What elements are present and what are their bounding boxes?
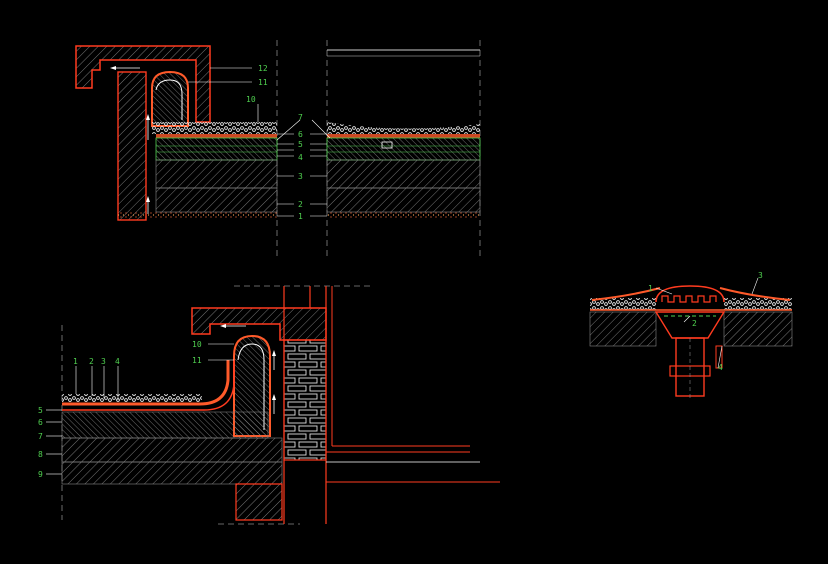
flashing-curl bbox=[155, 79, 183, 120]
slab-layer bbox=[61, 461, 283, 485]
callout-side-9: 9 bbox=[38, 470, 43, 479]
arrow-head-icon bbox=[110, 66, 116, 70]
callout-11: 11 bbox=[258, 78, 268, 87]
drain-grate bbox=[661, 295, 717, 303]
callout-top-1: 1 bbox=[73, 357, 78, 366]
slab-layer bbox=[155, 187, 278, 213]
membrane-right bbox=[719, 287, 791, 301]
gravel-left bbox=[590, 298, 656, 310]
membrane-sweep bbox=[62, 360, 230, 406]
beam bbox=[235, 483, 283, 521]
leader-lines bbox=[655, 277, 759, 369]
parapet-wall bbox=[117, 71, 147, 221]
detail-top: 12 11 10 7 6 5 4 3 2 1 bbox=[75, 40, 481, 258]
screed-layer bbox=[155, 159, 278, 189]
arrow-head-icon bbox=[220, 324, 226, 328]
callout-side-6: 6 bbox=[38, 418, 43, 427]
callout-11: 11 bbox=[192, 356, 202, 365]
callout-1: 1 bbox=[298, 212, 303, 221]
gravel-layer-right bbox=[327, 122, 480, 134]
roof-slab-left bbox=[589, 311, 657, 347]
callout-2: 2 bbox=[692, 319, 697, 328]
screed-layer bbox=[61, 437, 283, 463]
insulation-layer-right bbox=[326, 137, 481, 161]
membrane-sweep-inner bbox=[62, 360, 235, 411]
flashing-curl bbox=[237, 343, 265, 430]
arrow-head-icon bbox=[146, 196, 150, 202]
callout-side-8: 8 bbox=[38, 450, 43, 459]
callout-10: 10 bbox=[246, 95, 256, 104]
callout-12: 12 bbox=[258, 64, 268, 73]
gravel-right bbox=[724, 298, 792, 310]
arrow-head-icon bbox=[272, 394, 276, 400]
coping-cap bbox=[75, 45, 211, 123]
membrane-left bbox=[591, 287, 661, 301]
callout-4: 4 bbox=[718, 363, 723, 372]
detail-bottom-left: 1 2 3 4 10 11 5 6 7 8 9 bbox=[38, 285, 500, 525]
detail-right-drain: 1 2 3 4 bbox=[589, 271, 793, 400]
callout-1: 1 bbox=[648, 284, 653, 293]
callout-side-7: 7 bbox=[38, 432, 43, 441]
leader-lines bbox=[188, 67, 331, 217]
plaster-layer-right bbox=[327, 212, 480, 218]
drain-mark bbox=[381, 141, 393, 149]
callout-10: 10 bbox=[192, 340, 202, 349]
drain-dome bbox=[655, 285, 725, 303]
callout-side-5: 5 bbox=[38, 406, 43, 415]
flashing-upstand bbox=[151, 70, 189, 127]
callout-5: 5 bbox=[298, 140, 303, 149]
membrane-layer bbox=[156, 134, 277, 138]
callout-4: 4 bbox=[298, 153, 303, 162]
insulation-layer bbox=[61, 411, 269, 439]
arrow-head-icon bbox=[146, 114, 150, 120]
gravel-layer bbox=[62, 394, 202, 402]
callout-2: 2 bbox=[298, 200, 303, 209]
roof-slab-right bbox=[723, 311, 793, 347]
callout-3: 3 bbox=[758, 271, 763, 280]
plaster-layer bbox=[118, 212, 277, 218]
membrane-layer-right bbox=[327, 134, 480, 138]
coping-cap bbox=[191, 307, 327, 341]
callout-top-2: 2 bbox=[89, 357, 94, 366]
callout-top-4: 4 bbox=[115, 357, 120, 366]
callout-6: 6 bbox=[298, 130, 303, 139]
wall-stub bbox=[715, 345, 723, 369]
slab-layer-right bbox=[326, 187, 481, 213]
arrow-head-icon bbox=[272, 350, 276, 356]
drain-funnel bbox=[654, 311, 726, 339]
insulation-layer bbox=[155, 137, 278, 161]
callout-7: 7 bbox=[298, 113, 303, 122]
brick-wall bbox=[283, 339, 327, 461]
callout-top-3: 3 bbox=[101, 357, 106, 366]
callout-3: 3 bbox=[298, 172, 303, 181]
flashing-upstand bbox=[233, 334, 271, 437]
gravel-layer bbox=[152, 122, 277, 134]
leader-lines bbox=[46, 343, 234, 475]
screed-layer-right bbox=[326, 159, 481, 189]
